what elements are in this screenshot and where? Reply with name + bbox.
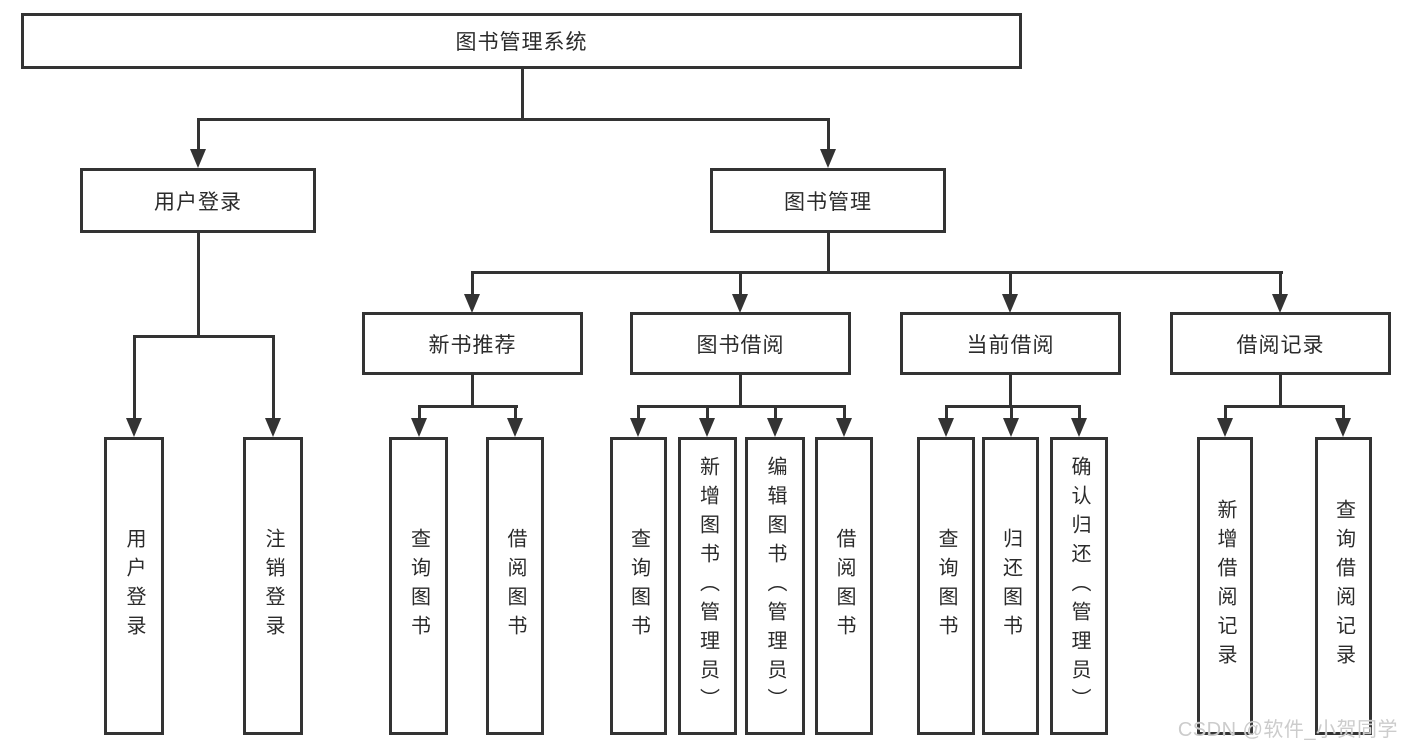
leaf-query-books-current-label: 查询图书 — [935, 528, 957, 644]
leaf-borrow-books-recommend: 借阅图书 — [486, 437, 544, 735]
node-new-book-recommendation-label: 新书推荐 — [428, 333, 517, 357]
arrow-down-icon — [938, 418, 954, 437]
arrow-down-icon — [1272, 294, 1288, 313]
leaf-edit-books-admin: 编辑图书（管理员） — [745, 437, 805, 735]
leaf-query-borrow-record: 查询借阅记录 — [1315, 437, 1372, 735]
connector-current-crossbar — [945, 405, 1081, 408]
leaf-borrow-books: 借阅图书 — [815, 437, 873, 735]
connector-book-management-crossbar — [471, 271, 1283, 274]
connector-root-crossbar — [197, 118, 830, 121]
connector-stub — [774, 405, 777, 420]
connector-to-current-borrowing — [1009, 271, 1012, 296]
connector-stub — [514, 405, 517, 420]
node-system-root: 图书管理系统 — [21, 13, 1022, 69]
arrow-down-icon — [630, 418, 646, 437]
node-new-book-recommendation: 新书推荐 — [362, 312, 583, 375]
connector-to-user-login — [197, 118, 200, 151]
node-borrowing-records: 借阅记录 — [1170, 312, 1391, 375]
connector-to-book-borrowing — [739, 271, 742, 296]
arrow-down-icon — [699, 418, 715, 437]
node-current-borrowing-label: 当前借阅 — [966, 333, 1055, 357]
arrow-down-icon — [1003, 418, 1019, 437]
connector-stub — [1078, 405, 1081, 420]
connector-to-leaf-user-login — [133, 335, 136, 420]
connector-stub — [843, 405, 846, 420]
leaf-logout: 注销登录 — [243, 437, 303, 735]
arrow-down-icon — [1335, 418, 1351, 437]
leaf-query-books-recommend: 查询图书 — [389, 437, 448, 735]
connector-book-management-stem — [827, 232, 830, 273]
leaf-return-books: 归还图书 — [982, 437, 1039, 735]
leaf-confirm-return-admin-label: 确认归还（管理员） — [1068, 455, 1090, 717]
connector-user-login-crossbar — [133, 335, 275, 338]
arrow-down-icon — [836, 418, 852, 437]
leaf-query-books-recommend-label: 查询图书 — [407, 528, 430, 644]
connector-stub — [945, 405, 948, 420]
connector-recommend-stem — [471, 374, 474, 407]
leaf-add-books-admin: 新增图书（管理员） — [678, 437, 737, 735]
node-book-management: 图书管理 — [710, 168, 946, 233]
connector-records-crossbar — [1224, 405, 1345, 408]
connector-to-book-management — [827, 118, 830, 151]
leaf-borrow-books-label: 借阅图书 — [833, 528, 855, 644]
node-system-root-label: 图书管理系统 — [455, 31, 588, 54]
connector-stub — [706, 405, 709, 420]
connector-to-borrowing-records — [1279, 271, 1282, 296]
arrow-down-icon — [1002, 294, 1018, 313]
arrow-down-icon — [1217, 418, 1233, 437]
leaf-borrow-books-recommend-label: 借阅图书 — [504, 528, 526, 644]
leaf-query-borrow-record-label: 查询借阅记录 — [1332, 499, 1355, 673]
arrow-down-icon — [190, 149, 206, 168]
csdn-watermark: CSDN @软件_小贺同学 — [1177, 719, 1398, 741]
node-book-borrowing-label: 图书借阅 — [696, 333, 785, 357]
node-user-login-label: 用户登录 — [154, 190, 242, 214]
node-borrowing-records-label: 借阅记录 — [1236, 333, 1325, 357]
connector-stub — [1010, 405, 1013, 420]
leaf-logout-label: 注销登录 — [262, 528, 284, 644]
node-user-login: 用户登录 — [80, 168, 316, 233]
node-book-management-label: 图书管理 — [784, 190, 872, 214]
connector-user-login-stem — [197, 232, 200, 337]
arrow-down-icon — [732, 294, 748, 313]
arrow-down-icon — [126, 418, 142, 437]
leaf-query-books-borrowing-label: 查询图书 — [627, 528, 650, 644]
connector-stub — [1224, 405, 1227, 420]
arrow-down-icon — [767, 418, 783, 437]
connector-records-stem — [1279, 374, 1282, 407]
leaf-add-books-admin-label: 新增图书（管理员） — [696, 455, 719, 717]
arrow-down-icon — [464, 294, 480, 313]
connector-to-new-book-recommendation — [471, 271, 474, 296]
connector-stub — [1342, 405, 1345, 420]
leaf-add-borrow-record-label: 新增借阅记录 — [1214, 499, 1236, 673]
connector-borrowing-crossbar — [637, 405, 846, 408]
leaf-return-books-label: 归还图书 — [999, 528, 1022, 644]
leaf-edit-books-admin-label: 编辑图书（管理员） — [764, 455, 786, 717]
connector-stub — [637, 405, 640, 420]
arrow-down-icon — [507, 418, 523, 437]
leaf-user-login-label: 用户登录 — [123, 528, 145, 644]
arrow-down-icon — [265, 418, 281, 437]
connector-to-leaf-logout — [272, 335, 275, 420]
connector-current-stem — [1009, 374, 1012, 407]
arrow-down-icon — [820, 149, 836, 168]
connector-stub — [418, 405, 421, 420]
node-current-borrowing: 当前借阅 — [900, 312, 1121, 375]
arrow-down-icon — [1071, 418, 1087, 437]
leaf-add-borrow-record: 新增借阅记录 — [1197, 437, 1253, 735]
connector-borrowing-stem — [739, 374, 742, 407]
node-book-borrowing: 图书借阅 — [630, 312, 851, 375]
connector-recommend-crossbar — [418, 405, 518, 408]
arrow-down-icon — [411, 418, 427, 437]
leaf-confirm-return-admin: 确认归还（管理员） — [1050, 437, 1108, 735]
leaf-query-books-current: 查询图书 — [917, 437, 975, 735]
leaf-user-login: 用户登录 — [104, 437, 164, 735]
leaf-query-books-borrowing: 查询图书 — [610, 437, 667, 735]
connector-root-stem — [521, 69, 524, 119]
